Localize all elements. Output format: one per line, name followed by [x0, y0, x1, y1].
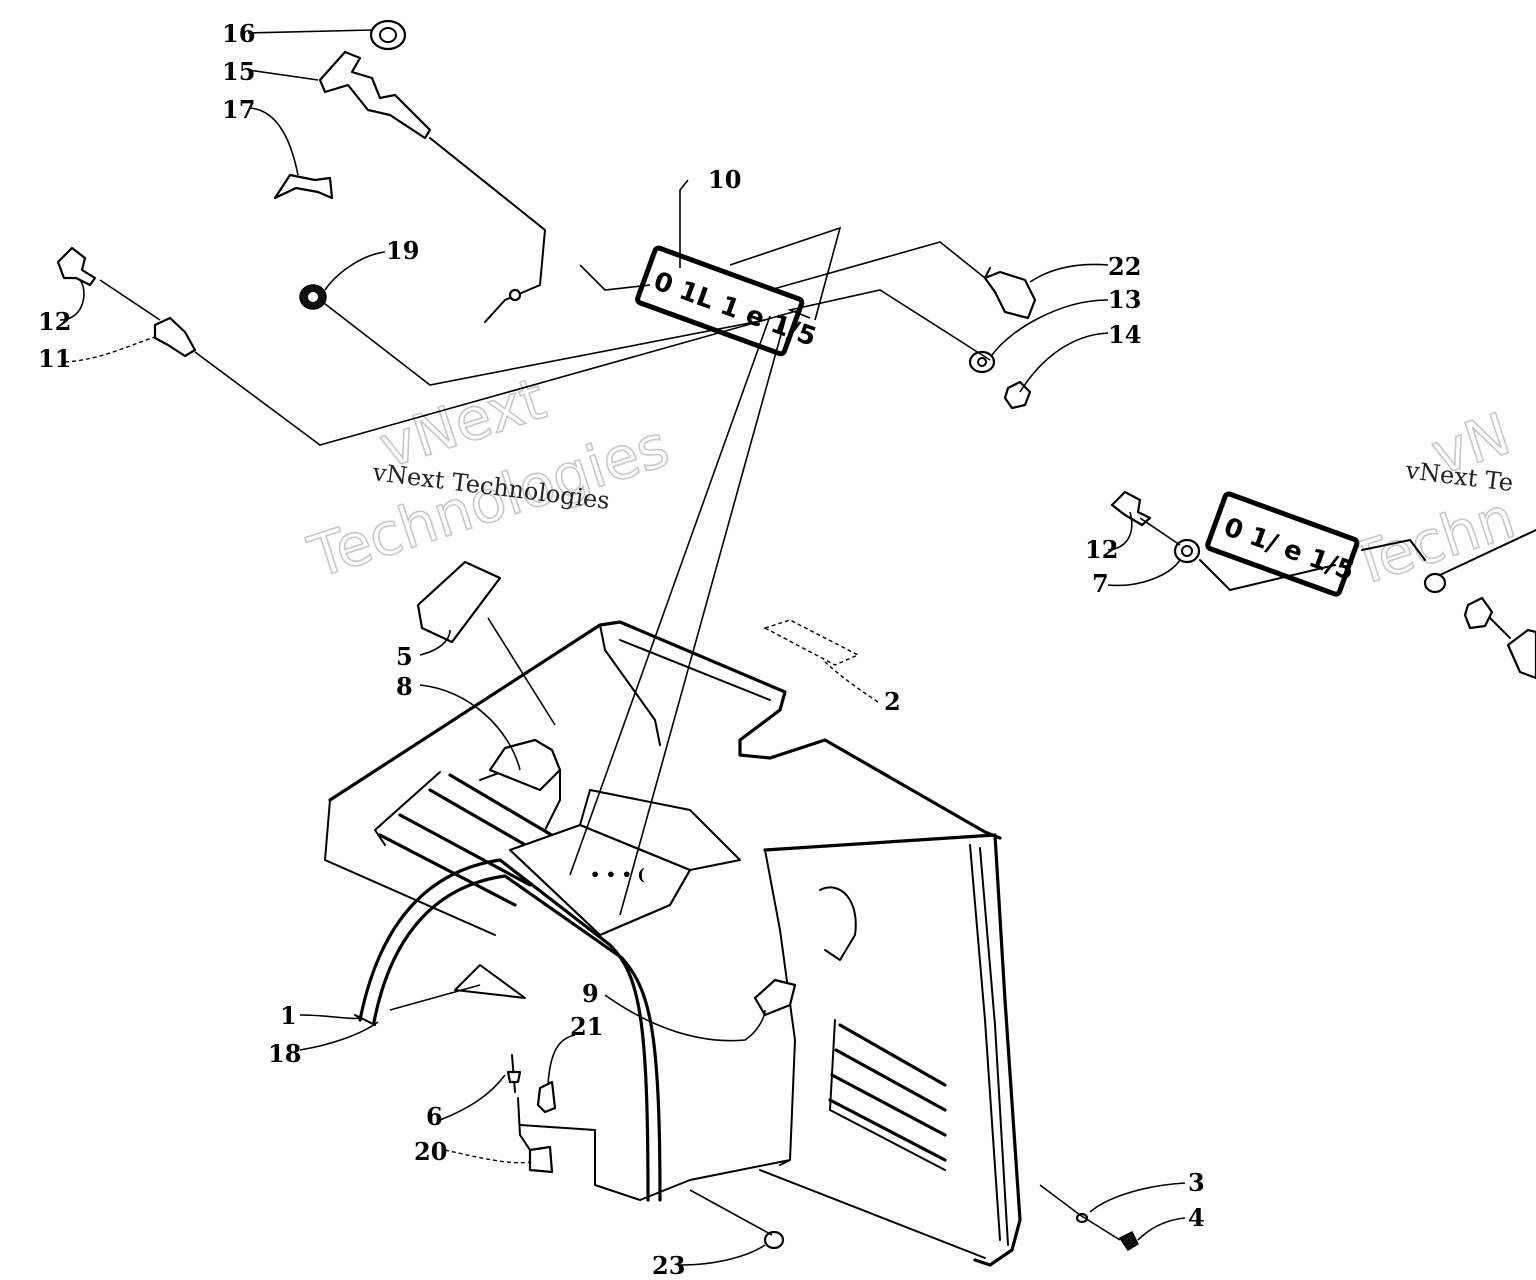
inset-plug-part	[1110, 490, 1152, 527]
clip-20-part	[528, 1145, 554, 1174]
console-body: • • • (	[324, 620, 1022, 1267]
callout-6: 6	[426, 1102, 443, 1131]
washer-3-part	[1075, 1212, 1089, 1224]
callout-5: 5	[396, 642, 413, 671]
pad-part	[416, 560, 502, 644]
callout-2: 2	[884, 687, 901, 716]
callout-15: 15	[222, 57, 255, 86]
callout-12: 12	[38, 307, 71, 336]
callout-13: 13	[1108, 285, 1141, 314]
ignition-switch-part	[318, 50, 432, 140]
callout-14: 14	[1108, 320, 1141, 349]
callout-23: 23	[652, 1251, 685, 1280]
loose-parts: 0 1L 1 e 1/5	[56, 19, 1139, 1252]
bracket-part	[488, 738, 562, 792]
callout-22: 22	[1108, 252, 1141, 281]
console-mark: • • • (	[590, 865, 645, 884]
callout-21: 21	[570, 1012, 603, 1041]
plug-part	[56, 246, 97, 287]
ring-part	[369, 19, 407, 51]
callout-7: 7	[1092, 569, 1109, 598]
callout-1: 1	[280, 1001, 297, 1030]
callout-17: 17	[222, 95, 255, 124]
screw-23-part	[763, 1230, 785, 1250]
callout-19: 19	[386, 236, 419, 265]
callout-3: 3	[1188, 1168, 1205, 1197]
socket-part	[153, 316, 197, 358]
callout-4: 4	[1188, 1203, 1205, 1232]
callout-16: 16	[222, 19, 255, 48]
inset-washer-part	[1173, 538, 1201, 564]
latch-part	[753, 978, 797, 1017]
cable	[429, 137, 546, 323]
clip-21-part	[536, 1080, 557, 1114]
leader-lines	[59, 29, 1186, 1266]
screw-4-part	[1118, 1230, 1139, 1252]
callout-20: 20	[414, 1137, 447, 1166]
callout-18: 18	[268, 1039, 301, 1068]
decal-inset: 0 1/ e 1/5	[1205, 491, 1360, 597]
callouts: 16 15 17 10 19 12 11 22 13 14 5 8 2 9 1 …	[38, 19, 1205, 1280]
washer-part	[968, 350, 996, 374]
clip-part	[273, 173, 334, 200]
callout-10: 10	[708, 165, 741, 194]
callout-11: 11	[38, 344, 71, 373]
callout-9: 9	[582, 979, 599, 1008]
toggle-switch-part	[983, 270, 1037, 320]
callout-12-inset: 12	[1085, 535, 1118, 564]
nut-part	[1003, 380, 1032, 410]
callout-8: 8	[396, 672, 413, 701]
